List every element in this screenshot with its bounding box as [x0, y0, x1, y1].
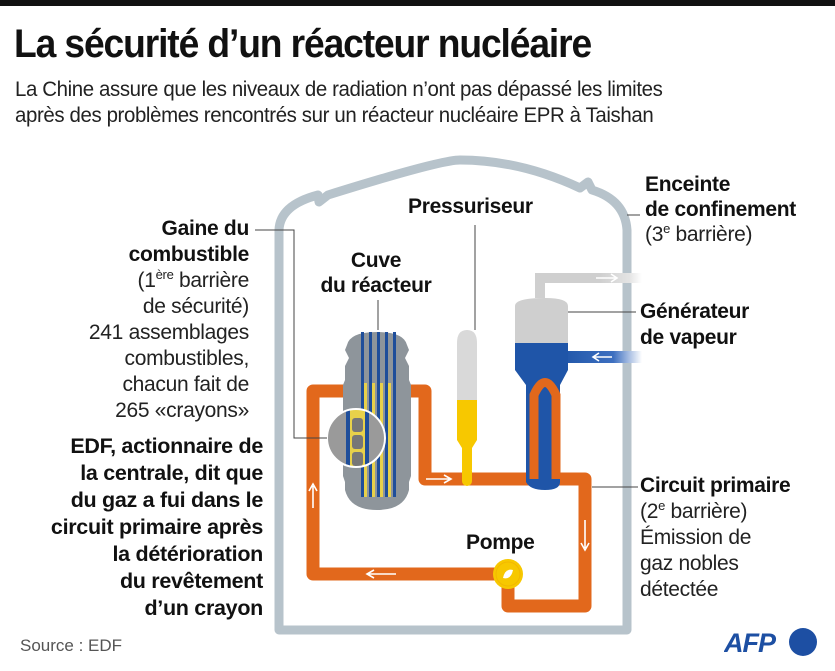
afp-logo-dot	[789, 628, 817, 656]
barrier-word: barrière)	[670, 223, 753, 246]
circuit-barrier-line: (2e barrière)	[640, 499, 790, 525]
pump-icon	[493, 559, 523, 589]
generateur-line: de vapeur	[640, 326, 737, 349]
steam-out-arrow-icon	[596, 273, 619, 283]
flow-arrow-left-icon	[365, 569, 396, 579]
barrier-ordinal: e	[658, 498, 666, 513]
edf-note-line: la centrale, dit que	[80, 461, 263, 485]
barrier-number: (2	[640, 500, 659, 523]
label-enceinte-de-confinement: Enceinte de confinement (3e barrière)	[645, 172, 796, 247]
gaine-detail-line: chacun fait de	[122, 373, 249, 396]
edf-note-line: du revêtement	[119, 569, 263, 593]
cuve-line: Cuve	[350, 249, 402, 272]
afp-logo: AFP	[724, 628, 817, 658]
barrier-number: (3	[645, 223, 664, 246]
circuit-detail-line: Émission de	[640, 526, 752, 549]
label-cuve-du-reacteur: Cuve du réacteur	[306, 248, 446, 298]
barrier-number: (1	[137, 269, 156, 292]
enceinte-barrier-line: (3e barrière)	[645, 222, 796, 247]
containment-building	[274, 155, 632, 635]
page-title: La sécurité d’un réacteur nucléaire	[14, 22, 592, 66]
gaine-title-line: Gaine du	[161, 217, 250, 240]
gaine-detail-line: 265 «crayons»	[115, 399, 249, 422]
edf-note-line: circuit primaire après	[50, 515, 263, 539]
top-rule	[0, 0, 835, 6]
subtitle-line: La Chine assure que les niveaux de radia…	[15, 77, 663, 101]
steam-outlet-fade	[600, 273, 642, 283]
afp-logo-text: AFP	[724, 628, 777, 658]
edf-note-line: EDF, actionnaire de	[70, 434, 263, 458]
flow-arrow-down-icon	[580, 520, 590, 552]
barrier-ordinal: e	[663, 221, 671, 236]
label-circuit-primaire: Circuit primaire (2e barrière) Émission …	[640, 473, 791, 603]
subtitle-line: après des problèmes rencontrés sur un ré…	[15, 103, 654, 127]
enceinte-title-line: de confinement	[645, 198, 796, 221]
flow-arrow-right-icon	[426, 474, 453, 484]
gaine-barrier-line2: de sécurité)	[142, 295, 249, 318]
gaine-barrier-line: (1ère barrière	[89, 267, 250, 294]
gaine-title-line: combustible	[128, 243, 250, 266]
page-subtitle: La Chine assure que les niveaux de radia…	[15, 76, 794, 128]
steam-generator	[515, 298, 568, 490]
circuit-detail-line: détectée	[640, 578, 719, 601]
edf-note-line: d’un crayon	[144, 596, 263, 620]
enceinte-title-line: Enceinte	[645, 173, 731, 196]
barrier-ordinal: ère	[155, 267, 174, 282]
edf-note-line: du gaz a fui dans le	[70, 488, 264, 512]
cuve-line: du réacteur	[320, 274, 432, 297]
edf-note-line: la détérioration	[112, 542, 263, 566]
label-generateur-de-vapeur: Générateur de vapeur	[640, 299, 749, 351]
feedwater-in-arrow-icon	[591, 352, 612, 362]
circuit-title: Circuit primaire	[640, 474, 791, 497]
label-pompe: Pompe	[466, 531, 535, 554]
circuit-detail-line: gaz nobles	[640, 552, 739, 575]
gaine-detail-line: combustibles,	[124, 347, 250, 370]
barrier-word: barrière)	[665, 500, 748, 523]
barrier-word: barrière	[173, 269, 249, 292]
edf-note: EDF, actionnaire de la centrale, dit que…	[51, 433, 263, 622]
pressurizer	[457, 330, 477, 486]
fuel-rod-magnifier	[326, 408, 386, 468]
leader-lines	[255, 214, 640, 488]
source-credit: Source : EDF	[20, 636, 123, 655]
label-gaine-du-combustible: Gaine du combustible (1ère barrière de s…	[89, 216, 249, 424]
generateur-line: Générateur	[640, 300, 750, 323]
flow-arrow-up-icon	[308, 482, 318, 508]
label-pressuriseur: Pressuriseur	[408, 195, 533, 218]
gaine-detail-line: 241 assemblages	[88, 321, 249, 344]
